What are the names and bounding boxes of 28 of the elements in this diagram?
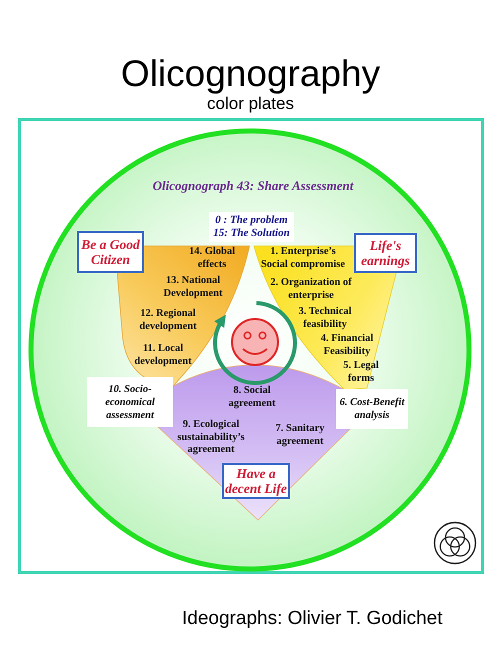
box-text: Life's earnings [360, 238, 410, 268]
item-label: 11. Local development [134, 343, 192, 368]
item-label: 7. Sanitary agreement [274, 423, 326, 448]
box-text: Have a decent Life [224, 466, 288, 496]
item-label: 14. Global effects [188, 246, 236, 271]
page-subtitle: color plates [207, 94, 294, 114]
item-label: 2. Organization of enterprise [270, 277, 352, 302]
note-box [209, 212, 294, 242]
item-label: 3. Technical feasibility [298, 306, 352, 331]
item-label: 13. National Development [163, 275, 223, 300]
box-text: 0 : The problem [214, 214, 288, 227]
framed-box [354, 233, 417, 273]
box-text: 15: The Solution [212, 227, 290, 240]
page-title: Olicognography [120, 53, 380, 95]
callout-box [87, 377, 173, 427]
callout-box [336, 389, 408, 429]
box-text: Be a Good Citizen [80, 237, 140, 267]
author-credit: Ideographs: Olivier T. Godichet [182, 608, 443, 630]
item-label: 4. Financial Feasibility [320, 333, 374, 358]
box-text: 6. Cost-Benefit analysis [339, 396, 405, 422]
item-label: 12. Regional development [138, 308, 198, 333]
item-label: 1. Enterprise’s Social compromise [260, 246, 346, 271]
item-label: 8. Social agreement [228, 385, 276, 410]
diagram-heading: Olicognograph 43: Share Assessment [152, 178, 354, 194]
framed-box [77, 231, 144, 273]
item-label: 5. Legal forms [342, 360, 380, 385]
item-label: 9. Ecological sustainability’s agreement [176, 419, 246, 456]
box-text: 10. Socio-economical assessment [104, 382, 156, 422]
